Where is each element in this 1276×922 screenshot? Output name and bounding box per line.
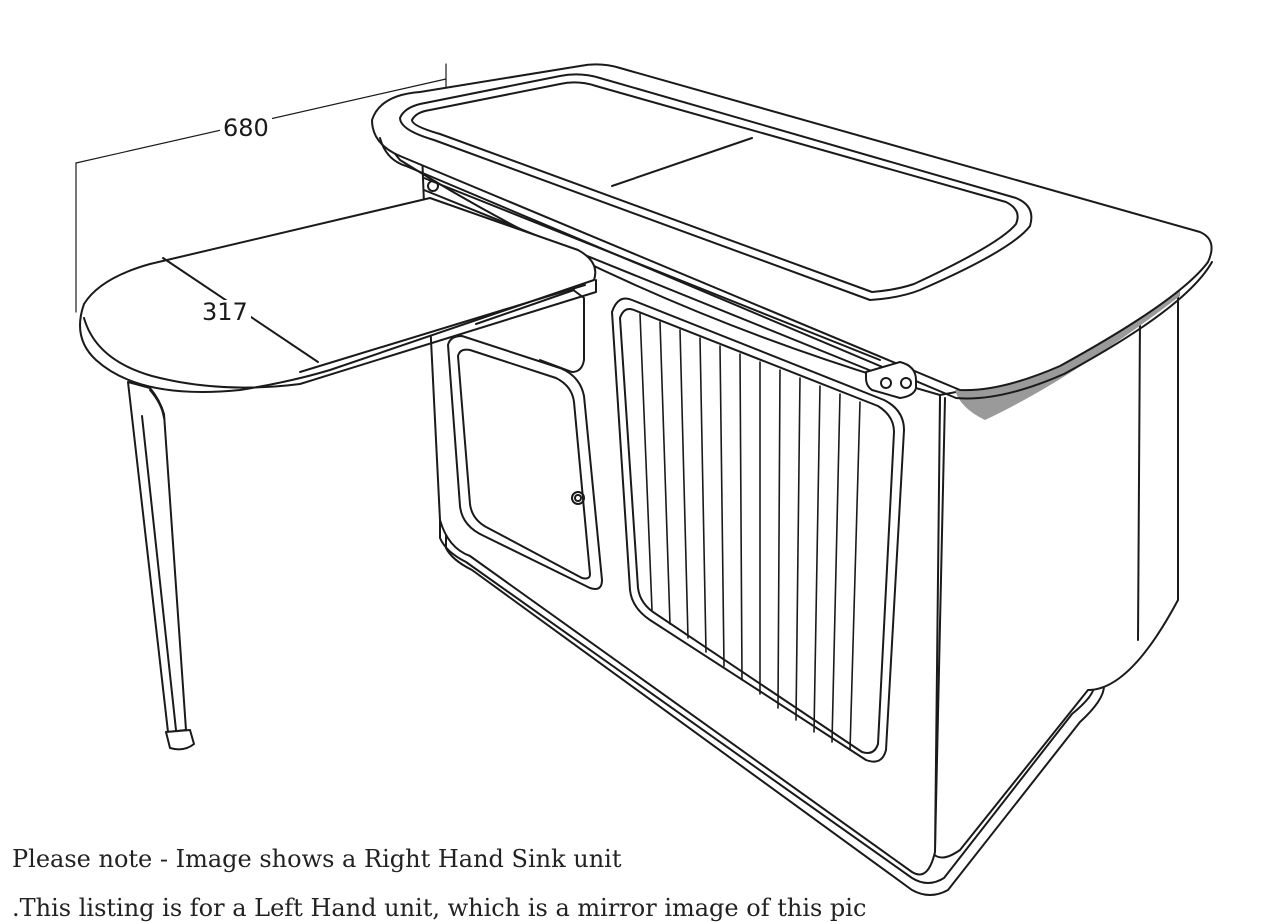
dimension-317-label: 317 [199, 300, 251, 324]
table-bracket [469, 285, 585, 373]
note-line-2: .This listing is for a Left Hand unit, w… [12, 894, 867, 922]
dimension-680-label: 680 [220, 116, 272, 140]
table-leg [127, 381, 195, 751]
cupboard-door [447, 335, 603, 590]
note-line-1: Please note - Image shows a Right Hand S… [12, 845, 622, 873]
latch-bracket [865, 361, 917, 399]
tambour-slats [639, 313, 861, 751]
tambour-door [611, 297, 905, 763]
sink-cover [399, 73, 1033, 301]
front-rail [423, 177, 881, 373]
